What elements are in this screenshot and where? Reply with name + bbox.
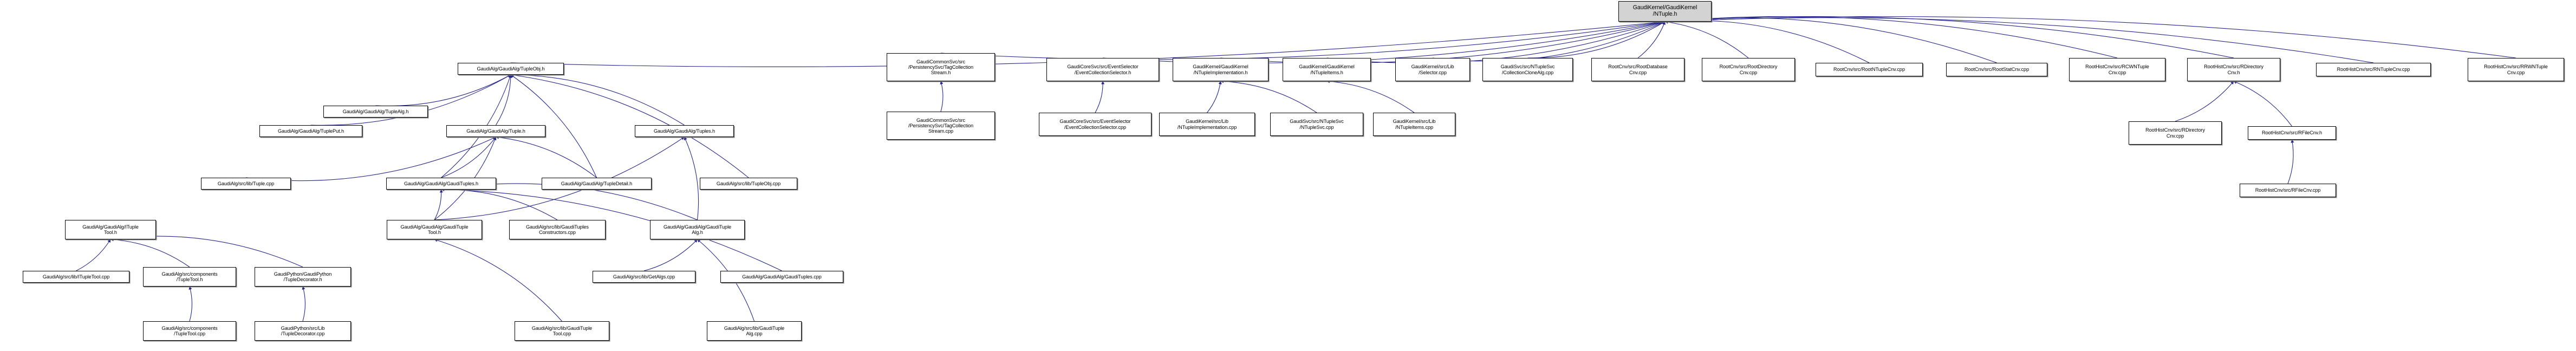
graph-node-comp_tt_cpp[interactable]: GaudiAlg/src/components /TupleTool.cpp xyxy=(143,321,236,341)
graph-node-tagcoll_h[interactable]: GaudiCommonSvc/src /PersistencySvc/TagCo… xyxy=(887,53,995,81)
graph-node-gtuples_cpp[interactable]: GaudiAlg/GaudiAlg/GaudiTuples.cpp xyxy=(720,271,843,283)
graph-edge xyxy=(495,135,597,178)
graph-edge xyxy=(940,20,1666,60)
graph-edge xyxy=(2175,81,2234,122)
graph-node-tagcoll_cpp[interactable]: GaudiCommonSvc/src /PersistencySvc/TagCo… xyxy=(887,112,995,140)
graph-edge xyxy=(684,136,699,220)
graph-node-ituple_tool_h[interactable]: GaudiAlg/GaudiAlg/ITuple Tool.h xyxy=(65,220,156,239)
graph-node-gtuple_tool_h[interactable]: GaudiAlg/GaudiAlg/GaudiTuple Tool.h xyxy=(387,220,482,239)
graph-edge xyxy=(302,286,305,322)
graph-edge xyxy=(1664,17,2374,63)
graph-edge xyxy=(496,74,512,126)
graph-edge xyxy=(110,238,190,268)
graph-node-gtuple_tool_cpp[interactable]: GaudiAlg/src/lib/GaudiTuple Tool.cpp xyxy=(515,321,609,341)
graph-edge xyxy=(310,74,511,126)
graph-edge xyxy=(245,136,497,181)
graph-node-evcolsel_cpp[interactable]: GaudiCoreSvc/src/EventSelector /EventCol… xyxy=(1039,113,1152,136)
graph-edge xyxy=(441,136,496,178)
graph-edge xyxy=(434,238,562,322)
graph-node-ntupimpl_cpp[interactable]: GaudiKernel/src/Lib /NTupleImplementatio… xyxy=(1159,113,1255,136)
graph-node-py_tupledec_h[interactable]: GaudiPython/GaudiPython /TupleDecorator.… xyxy=(255,267,351,287)
graph-node-rfilecnv_cpp[interactable]: RootHistCnv/src/RFileCnv.cpp xyxy=(2240,184,2336,197)
graph-node-ntupimpl_h[interactable]: GaudiKernel/GaudiKernel /NTupleImplement… xyxy=(1173,58,1269,81)
graph-node-ntuple_cpp[interactable]: GaudiAlg/src/lib/Tuple.cpp xyxy=(201,178,291,190)
graph-edge xyxy=(1326,21,1666,63)
graph-node-rrwntuple_cpp[interactable]: RootHistCnv/src/RRWNTuple Cnv.cpp xyxy=(2468,58,2564,81)
graph-node-ntuplesvc_cpp[interactable]: GaudiSvc/src/NTupleSvc /NTupleSvc.cpp xyxy=(1270,113,1363,136)
graph-edge xyxy=(1432,21,1666,62)
graph-node-gauditup_h[interactable]: GaudiAlg/GaudiAlg/GaudiTuples.h xyxy=(386,178,496,190)
graph-edge xyxy=(1207,81,1222,113)
graph-edge xyxy=(510,73,685,126)
graph-edge xyxy=(1637,21,1666,58)
graph-node-rootstat_cnv[interactable]: RootCnv/src/RootStatCnv.cpp xyxy=(1946,63,2047,76)
graph-node-selector_cpp[interactable]: GaudiKernel/src/Lib /Selector.cpp xyxy=(1395,58,1470,81)
graph-node-gtuple_getalgs[interactable]: GaudiAlg/src/lib/GetAlgs.cpp xyxy=(593,271,695,283)
graph-edge xyxy=(1095,81,1105,113)
graph-node-evcolsel_h[interactable]: GaudiCoreSvc/src/EventSelector /EventCol… xyxy=(1046,58,1159,81)
graph-node-tupledetail_h[interactable]: GaudiAlg/GaudiAlg/TupleDetail.h xyxy=(542,178,652,190)
graph-node-tuple_h[interactable]: GaudiAlg/GaudiAlg/Tuple.h xyxy=(446,125,545,137)
graph-edge xyxy=(1664,16,2234,58)
graph-node-root[interactable]: GaudiKernel/GaudiKernel /NTuple.h xyxy=(1618,1,1712,22)
graph-edge xyxy=(1664,20,1749,58)
graph-node-rootdir_cnv[interactable]: RootCnv/src/RootDirectory Cnv.cpp xyxy=(1702,58,1795,81)
graph-edge xyxy=(110,236,303,268)
graph-node-rntuple_cpp[interactable]: RootHistCnv/src/RNTupleCnv.cpp xyxy=(2316,63,2431,76)
graph-node-tupleobj_h[interactable]: GaudiAlg/GaudiAlg/TupleObj.h xyxy=(458,63,564,75)
graph-edge xyxy=(1664,20,1870,63)
graph-node-gtuple_alg_cpp[interactable]: GaudiAlg/src/lib/GaudiTuple Alg.cpp xyxy=(707,321,802,341)
graph-edge xyxy=(1220,21,1666,63)
graph-node-gtuple_alg_h[interactable]: GaudiAlg/GaudiAlg/GaudiTuple Alg.h xyxy=(650,220,745,239)
graph-node-ntupitems_cpp[interactable]: GaudiKernel/src/Lib /NTupleItems.cpp xyxy=(1373,113,1455,136)
graph-edge xyxy=(1102,21,1666,63)
graph-node-colclonealg[interactable]: GaudiSvc/src/NTupleSvc /CollectionCloneA… xyxy=(1482,58,1573,81)
graph-node-rootdb_cnv[interactable]: RootCnv/src/RootDatabase Cnv.cpp xyxy=(1591,58,1684,81)
graph-node-rdircnv_h[interactable]: RootHistCnv/src/RDirectory Cnv.h xyxy=(2187,58,2280,81)
graph-edge xyxy=(375,74,511,107)
graph-node-rfilecnv_h[interactable]: RootHistCnv/src/RFileCnv.h xyxy=(2248,126,2336,140)
graph-node-rootntuple_cnv[interactable]: RootCnv/src/RootNTupleCnv.cpp xyxy=(1816,63,1923,76)
graph-node-ituplealg_h[interactable]: GaudiAlg/GaudiAlg/TupleAlg.h xyxy=(323,106,428,118)
graph-edge xyxy=(1664,16,2516,58)
graph-node-rcwntuple_cpp[interactable]: RootHistCnv/src/RCWNTuple Cnv.cpp xyxy=(2069,58,2165,81)
graph-edge xyxy=(434,189,443,220)
graph-node-ituple_tool_cpp[interactable]: GaudiAlg/src/lib/ITupleTool.cpp xyxy=(23,271,129,283)
graph-node-ntupitems_h[interactable]: GaudiKernel/GaudiKernel /NTupleItems.h xyxy=(1283,58,1371,81)
graph-edge xyxy=(1527,21,1666,58)
graph-node-py_tupledec_cpp[interactable]: GaudiPython/src/Lib /TupleDecorator.cpp xyxy=(255,321,351,341)
graph-node-rdircnv_cpp[interactable]: RootHistCnv/src/RDirectory Cnv.cpp xyxy=(2129,121,2222,145)
graph-edge xyxy=(1326,80,1415,113)
graph-edge xyxy=(1664,17,1997,63)
graph-node-tupleobj_cpp[interactable]: GaudiAlg/src/lib/TupleObj.cpp xyxy=(700,178,797,190)
graph-edge xyxy=(76,239,111,271)
graph-edge xyxy=(643,239,698,271)
graph-edge xyxy=(940,81,944,112)
graph-node-comp_tt_h[interactable]: GaudiAlg/src/components /TupleTool.h xyxy=(143,267,236,287)
graph-node-tuples_h[interactable]: GaudiAlg/GaudiAlg/Tuples.h xyxy=(635,125,734,137)
graph-node-gtuple_ctor[interactable]: GaudiAlg/src/lib/GaudiTuples Constructor… xyxy=(509,220,606,239)
graph-edge xyxy=(2233,81,2292,127)
graph-edge xyxy=(188,286,192,322)
graph-node-tupleput_h[interactable]: GaudiAlg/GaudiAlg/TuplePut.h xyxy=(259,125,362,137)
graph-edge xyxy=(1220,80,1317,113)
graph-edge xyxy=(440,187,558,220)
graph-edge xyxy=(1664,16,2118,58)
graph-edge xyxy=(2287,139,2294,184)
